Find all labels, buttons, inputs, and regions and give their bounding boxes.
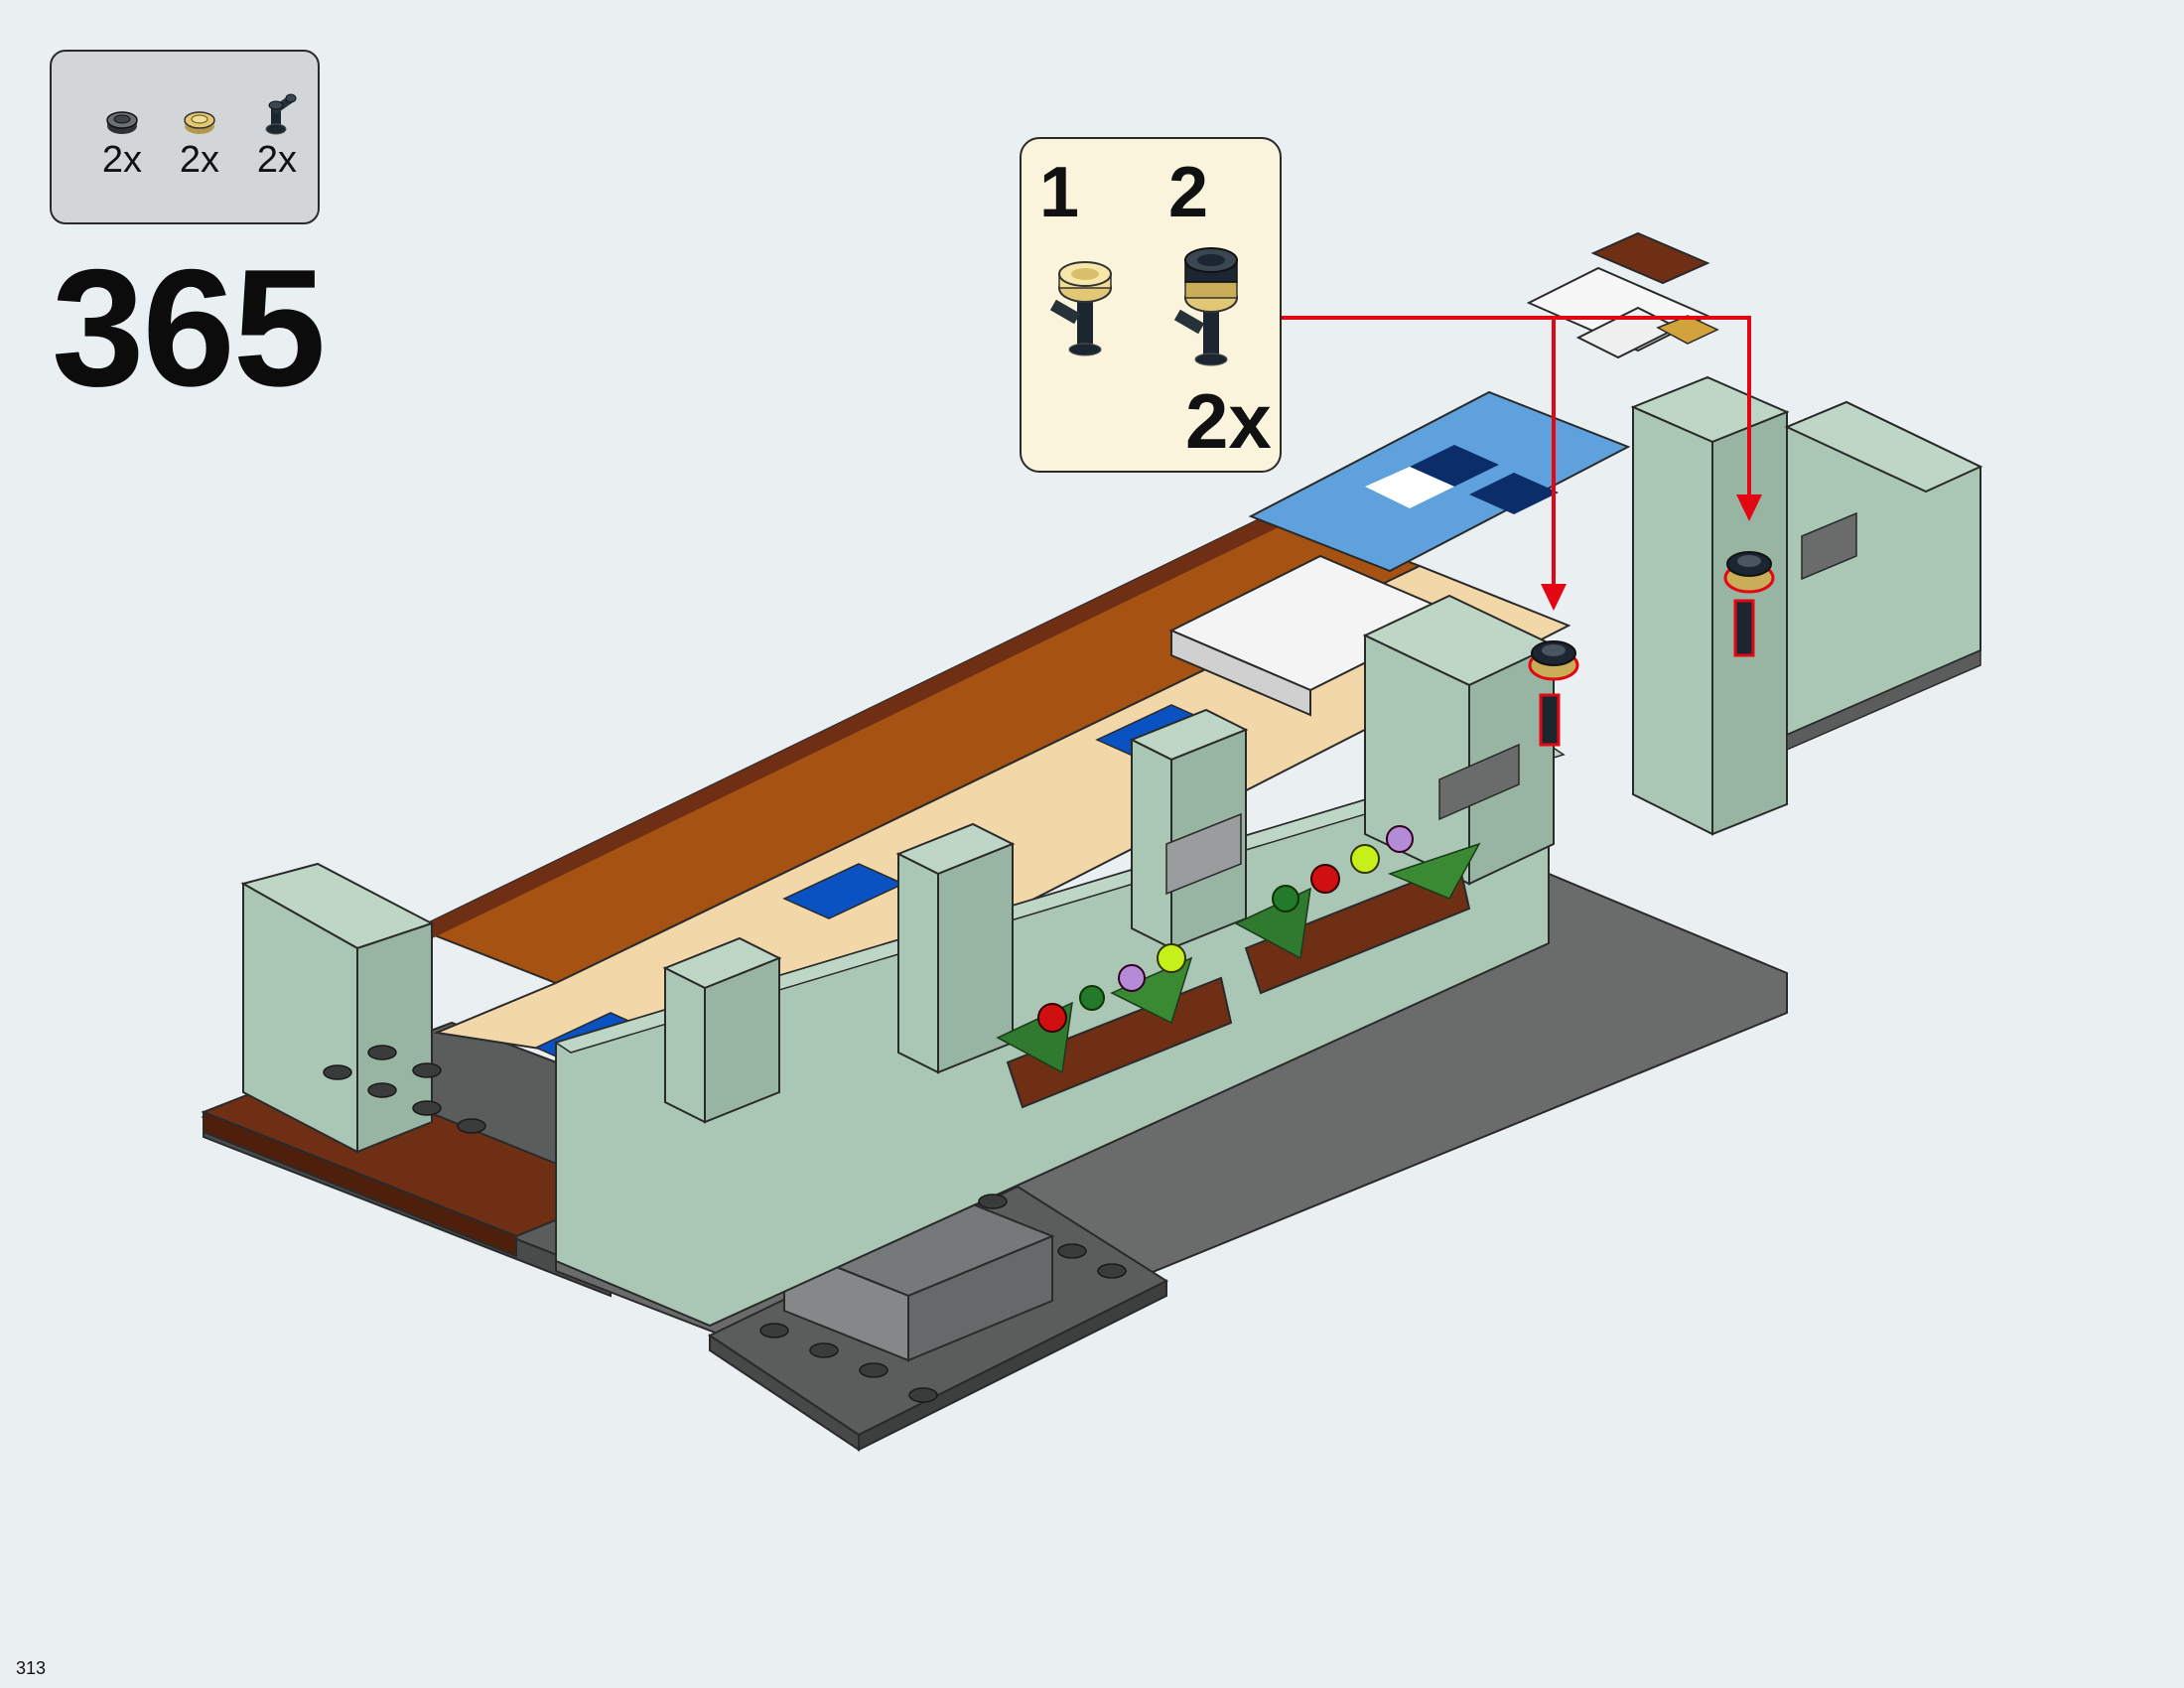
arrow-head-right: [1736, 494, 1762, 521]
installed-part-2: [1723, 551, 1775, 657]
nozzle-assembly-step-1-icon: [1049, 261, 1112, 356]
part-item-1: 2x: [87, 107, 157, 179]
installed-part-1: [1528, 640, 1579, 747]
subassembly-multiplier: 2x: [1185, 377, 1272, 465]
subassembly-callout: 1 2 2x: [1020, 137, 1282, 473]
part-quantity: 2x: [179, 139, 220, 181]
subassembly-step-2: 2: [1168, 153, 1209, 232]
part-item-2: 2x: [165, 107, 234, 179]
nozzle-assembly-step-2-icon: [1173, 247, 1238, 366]
flower-box-2: [1234, 825, 1481, 995]
part-quantity: 2x: [256, 139, 298, 181]
flower-box-1: [996, 943, 1233, 1109]
tan-round-plate-icon: [184, 111, 215, 134]
arrow-head-left: [1541, 584, 1567, 611]
page-number: 313: [16, 1658, 47, 1678]
black-hose-nozzle-icon: [265, 93, 297, 135]
base-studs: [323, 1045, 1127, 1403]
parts-list: 2x 2x 2x: [50, 50, 320, 224]
part-item-3: 2x: [242, 87, 312, 179]
pillar-4: [1362, 594, 1557, 886]
right-tower: [1630, 375, 1790, 836]
dark-round-plate-icon: [106, 111, 138, 134]
callout-arrows: [1282, 316, 1751, 586]
subassembly-step-1: 1: [1039, 153, 1080, 232]
step-number: 365: [52, 234, 326, 421]
part-quantity: 2x: [101, 139, 143, 181]
pillar-2: [895, 822, 1016, 1074]
pillar-1: [662, 936, 782, 1124]
